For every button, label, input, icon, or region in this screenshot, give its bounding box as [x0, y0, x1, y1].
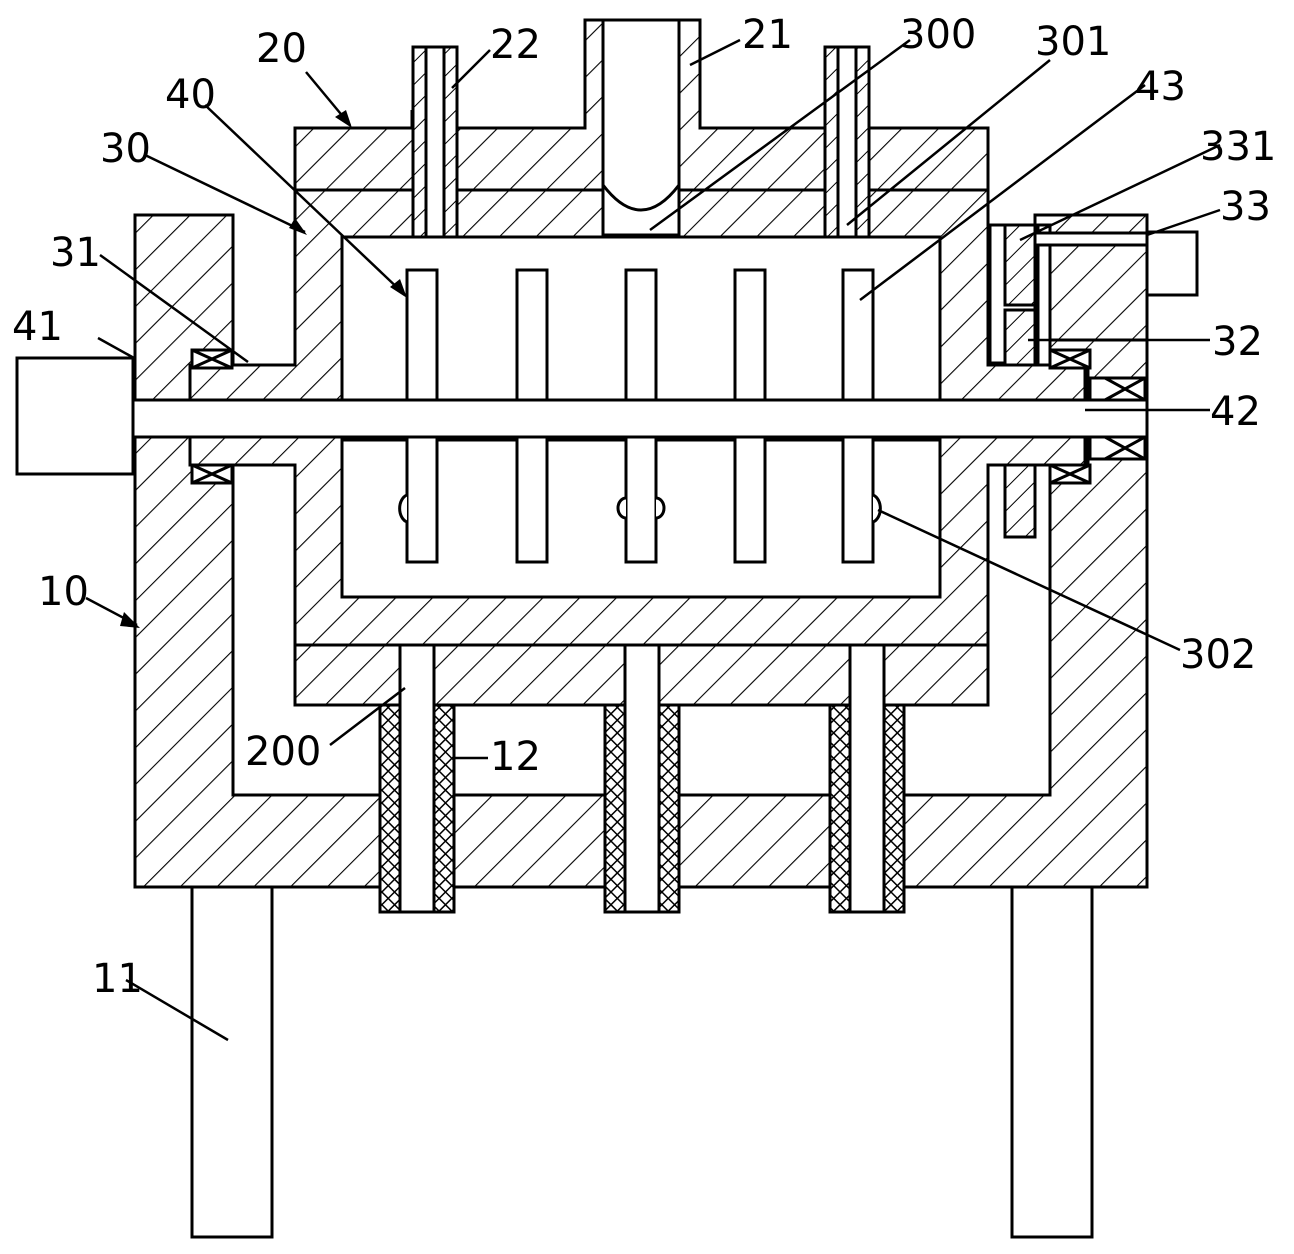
label-42: 42 — [1210, 389, 1261, 435]
gear-shaft-vertical — [1036, 223, 1052, 367]
label-33: 33 — [1220, 184, 1271, 230]
gear-part-bottom — [1003, 463, 1037, 539]
motor-left — [15, 356, 135, 476]
blade-1-bottom — [405, 435, 439, 564]
blade-4-bottom — [733, 435, 767, 564]
bearing-outer-bottom — [1088, 435, 1147, 461]
gear-shaft-horizontal — [1033, 231, 1149, 247]
label-30: 30 — [100, 126, 151, 172]
right-leg — [1010, 885, 1094, 1239]
blade-2-bottom — [515, 435, 549, 564]
label-301: 301 — [1035, 19, 1111, 65]
blade-1-top — [405, 268, 439, 402]
label-20: 20 — [256, 26, 307, 72]
label-22: 22 — [490, 22, 541, 68]
leader-lines — [85, 38, 1221, 1042]
blade-5-bottom — [841, 435, 875, 564]
label-11: 11 — [92, 956, 143, 1002]
label-302: 302 — [1180, 632, 1256, 678]
label-32: 32 — [1212, 319, 1263, 365]
outlet-bore-center — [623, 643, 661, 914]
blades — [405, 268, 875, 564]
label-10: 10 — [38, 569, 89, 615]
label-43: 43 — [1135, 64, 1186, 110]
right-small-tube-bore — [836, 45, 858, 239]
label-40: 40 — [165, 72, 216, 118]
feed-tube-bottom-curve — [601, 184, 681, 212]
label-21: 21 — [742, 12, 793, 58]
blade-3-top — [624, 268, 658, 402]
bump-right — [872, 493, 882, 524]
gear-part-mid — [1003, 308, 1037, 367]
main-shaft — [131, 398, 1149, 439]
label-200: 200 — [245, 729, 321, 775]
outlet-bore-right — [848, 643, 886, 914]
left-leg — [190, 885, 274, 1239]
outlet-bore-left — [398, 643, 436, 914]
left-small-tube-bore — [424, 45, 446, 239]
blade-3-bottom — [624, 435, 658, 564]
label-12: 12 — [490, 734, 541, 780]
blade-4-top — [733, 268, 767, 402]
bearing-outer-top — [1088, 376, 1147, 402]
label-300: 300 — [900, 12, 976, 58]
blade-5-top — [841, 268, 875, 402]
blade-2-top — [515, 268, 549, 402]
label-31: 31 — [50, 230, 101, 276]
bump-center-b — [655, 496, 666, 520]
motor-right — [1145, 230, 1199, 297]
arrowheads — [120, 110, 407, 628]
label-41: 41 — [12, 304, 63, 350]
bump-center-a — [616, 496, 627, 520]
bump-left — [398, 493, 408, 524]
label-331: 331 — [1200, 124, 1276, 170]
gear-part-top — [1003, 223, 1037, 307]
